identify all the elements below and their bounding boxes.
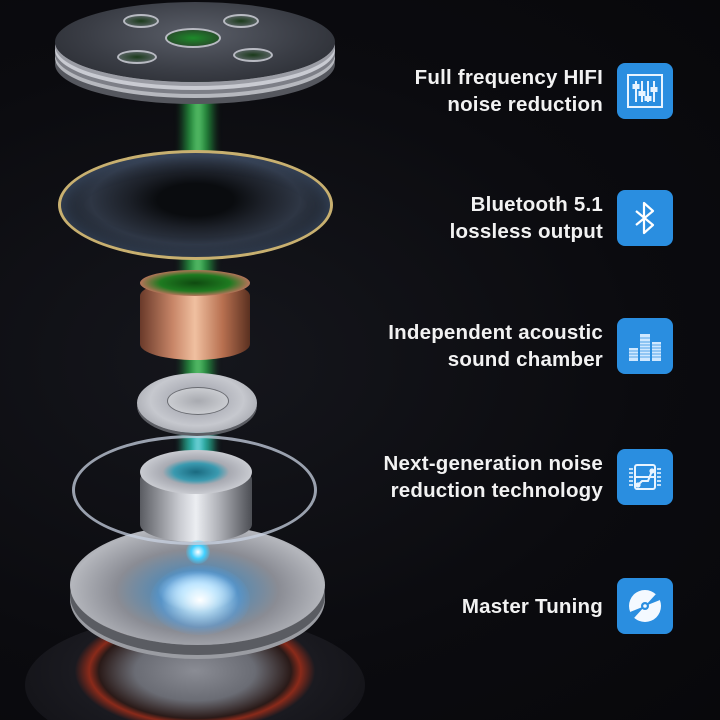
- circuit-chip-icon: [617, 449, 673, 505]
- disc-icon: [617, 578, 673, 634]
- gasket-ring: [72, 435, 317, 545]
- light-flare: [150, 565, 250, 635]
- driver-exploded-illustration: [25, 2, 365, 720]
- cover-hole: [117, 50, 157, 64]
- feature-label: Independent acoustic sound chamber: [388, 321, 603, 371]
- cover-center-hole: [165, 28, 221, 48]
- feature-bluetooth: Bluetooth 5.1 lossless output: [450, 190, 673, 246]
- feature-noise-reduction-tech: Next-generation noise reduction technolo…: [383, 449, 673, 505]
- feature-sound-chamber: Independent acoustic sound chamber: [388, 318, 673, 374]
- voice-coil: [140, 270, 250, 360]
- cover-hole: [233, 48, 273, 62]
- equalizer-sliders-icon: [617, 63, 673, 119]
- top-cover: [55, 2, 335, 82]
- feature-label: Master Tuning: [461, 594, 603, 618]
- feature-label: Bluetooth 5.1 lossless output: [449, 193, 603, 243]
- feature-hifi: Full frequency HIFI noise reduction: [415, 63, 673, 119]
- bluetooth-icon: [617, 190, 673, 246]
- cover-hole: [223, 14, 259, 28]
- bar-chart-icon: [617, 318, 673, 374]
- cover-hole: [123, 14, 159, 28]
- feature-label: Full frequency HIFI noise reduction: [414, 66, 603, 116]
- diaphragm: [58, 150, 333, 260]
- feature-label: Next-generation noise reduction technolo…: [383, 452, 603, 502]
- washer: [137, 373, 257, 433]
- feature-master-tuning: Master Tuning: [462, 578, 673, 634]
